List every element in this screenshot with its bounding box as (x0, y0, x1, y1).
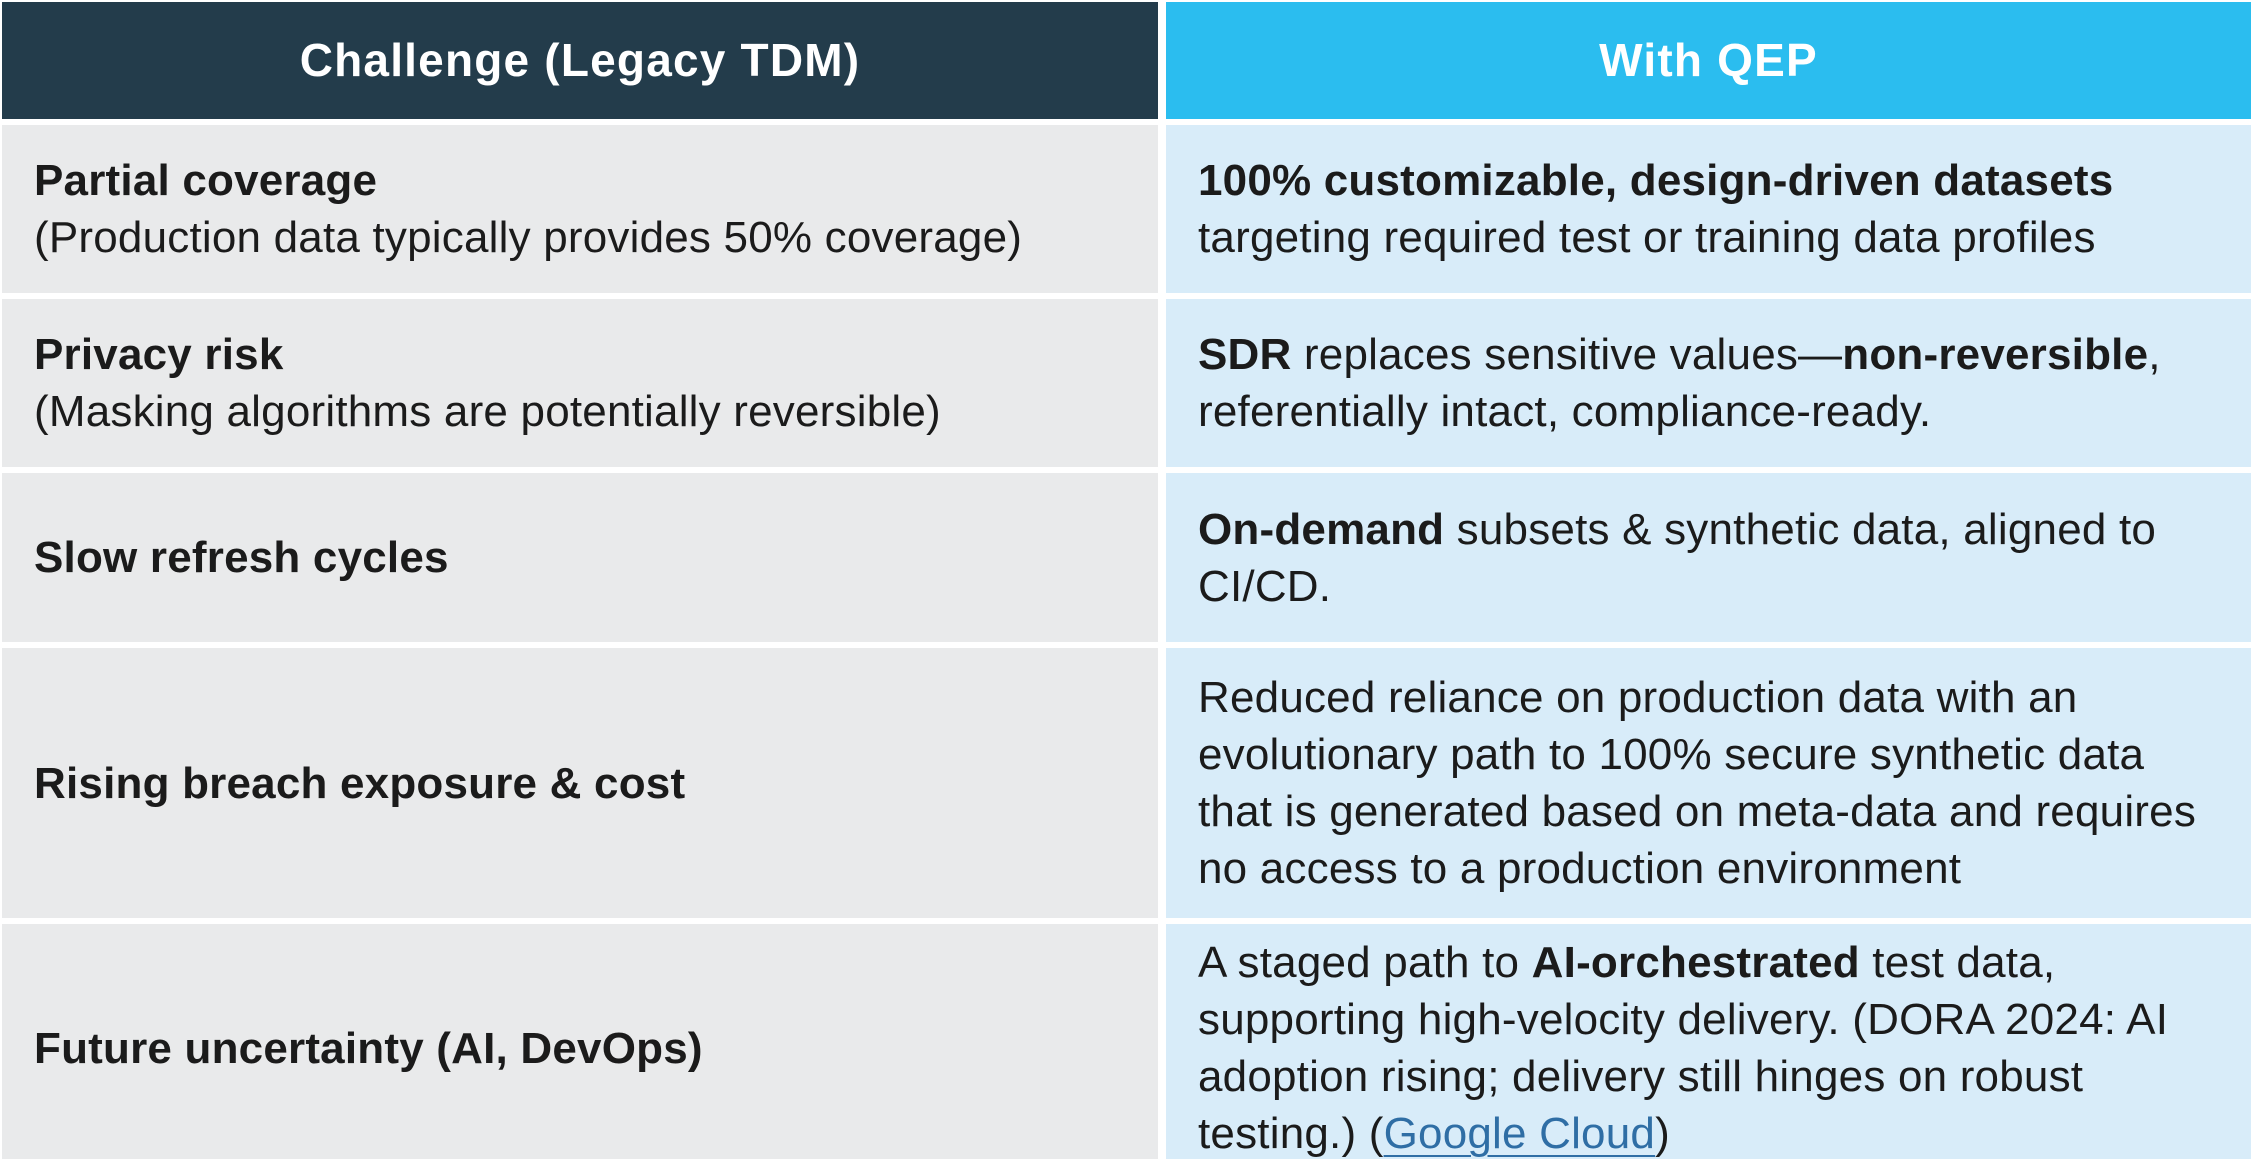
qep-text: SDR replaces sensitive values—non-revers… (1198, 326, 2221, 440)
qep-text-regular: ) (1655, 1109, 1670, 1158)
qep-text-bold: non-reversible (1842, 330, 2149, 379)
challenge-cell-breach-exposure: Rising breach exposure & cost (2, 648, 1158, 918)
challenge-note: (Production data typically provides 50% … (34, 213, 1023, 262)
challenge-title: Slow refresh cycles (34, 533, 449, 582)
qep-text-bold: On-demand (1198, 504, 1445, 554)
qep-text: 100% customizable, design-driven dataset… (1198, 152, 2221, 266)
qep-text-regular: Reduced reliance on production data with… (1198, 673, 2197, 893)
challenge-title: Future uncertainty (AI, DevOps) (34, 1023, 703, 1073)
qep-text: A staged path to AI-orchestrated test da… (1198, 934, 2221, 1159)
qep-text-regular: targeting required test or training data… (1198, 213, 2096, 262)
challenge-cell-partial-coverage: Partial coverage (Production data typica… (2, 125, 1158, 293)
challenge-cell-future-uncertainty: Future uncertainty (AI, DevOps) (2, 924, 1158, 1159)
challenge-title: Rising breach exposure & cost (34, 758, 686, 808)
qep-text-regular: replaces sensitive values— (1291, 330, 1843, 379)
qep-cell-customizable-datasets: 100% customizable, design-driven dataset… (1166, 125, 2251, 293)
qep-text-regular: A staged path to (1198, 938, 1532, 987)
qep-text-bold: AI-orchestrated (1531, 938, 1860, 987)
qep-text-regular: subsets & synthetic data, aligned to CI/… (1198, 504, 2157, 611)
qep-text: Reduced reliance on production data with… (1198, 669, 2221, 897)
qep-cell-sdr: SDR replaces sensitive values—non-revers… (1166, 299, 2251, 467)
column-header-challenge-label: Challenge (Legacy TDM) (299, 34, 861, 86)
qep-text-regular: test data, supporting high-velocity deli… (1198, 938, 2169, 1158)
qep-cell-on-demand: On-demand subsets & synthetic data, alig… (1166, 473, 2251, 642)
challenge-note: (Masking algorithms are potentially reve… (34, 387, 941, 436)
challenge-title: Privacy risk (34, 330, 284, 379)
column-header-challenge: Challenge (Legacy TDM) (2, 2, 1158, 119)
qep-cell-reduced-reliance: Reduced reliance on production data with… (1166, 648, 2251, 918)
challenge-cell-privacy-risk: Privacy risk (Masking algorithms are pot… (2, 299, 1158, 467)
challenge-cell-slow-refresh: Slow refresh cycles (2, 473, 1158, 642)
qep-text-regular: , referentially intact, compliance-ready… (1198, 330, 2161, 436)
qep-cell-ai-orchestrated: A staged path to AI-orchestrated test da… (1166, 924, 2251, 1159)
qep-text: On-demand subsets & synthetic data, alig… (1198, 501, 2221, 615)
qep-text-bold: SDR (1198, 330, 1292, 379)
column-header-qep: With QEP (1166, 2, 2251, 119)
qep-text-bold: 100% customizable, design-driven dataset… (1198, 156, 2114, 205)
challenge-title: Partial coverage (34, 156, 378, 205)
column-header-qep-label: With QEP (1599, 34, 1818, 86)
google-cloud-link[interactable]: Google Cloud (1383, 1109, 1656, 1158)
